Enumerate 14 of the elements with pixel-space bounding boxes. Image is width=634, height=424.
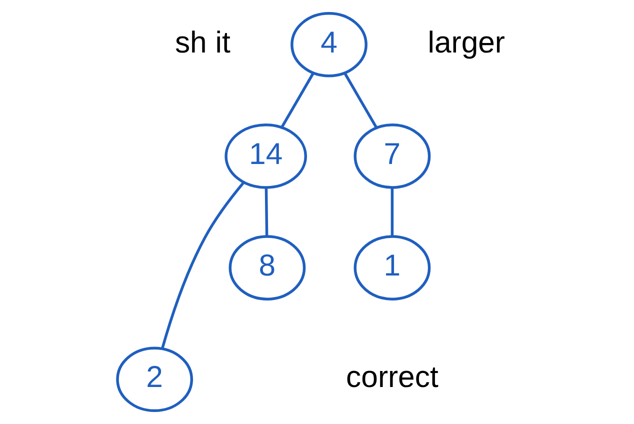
node-ellipse: 4: [290, 12, 368, 78]
node-ellipse: 14: [224, 124, 308, 189]
connector: [390, 187, 394, 237]
label: larger: [428, 26, 505, 60]
label: correct: [346, 361, 438, 394]
node-ellipse: 7: [354, 124, 431, 189]
node-ellipse: 8: [228, 235, 306, 300]
node-ellipse: 2: [116, 346, 194, 412]
connector: [264, 187, 268, 237]
connector: [160, 181, 245, 350]
node-ellipse: 1: [354, 235, 431, 300]
label: sh it: [174, 26, 230, 60]
connector: [280, 72, 315, 128]
connector: [343, 72, 378, 129]
